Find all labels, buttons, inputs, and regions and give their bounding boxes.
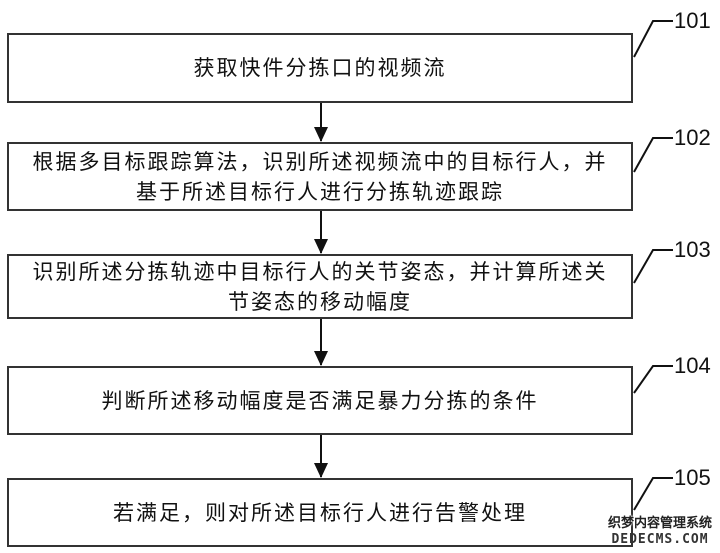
leader-line-105 xyxy=(633,477,673,511)
step-label-103: 103 xyxy=(674,237,711,262)
arrowhead-101-102 xyxy=(314,127,328,142)
arrowhead-102-103 xyxy=(314,239,328,254)
step-label-104: 104 xyxy=(674,353,711,378)
step-box-101: 获取快件分拣口的视频流 xyxy=(7,33,633,103)
watermark-line1: 织梦内容管理系统 xyxy=(607,516,712,531)
step-text-104: 判断所述移动幅度是否满足暴力分拣的条件 xyxy=(101,388,539,413)
leader-line-104 xyxy=(633,365,673,394)
step-box-104: 判断所述移动幅度是否满足暴力分拣的条件 xyxy=(7,366,633,435)
leader-line-101 xyxy=(633,20,673,58)
step-text-102: 根据多目标跟踪算法，识别所述视频流中的目标行人，并基于所述目标行人进行分拣轨迹跟… xyxy=(32,149,608,204)
step-box-102: 根据多目标跟踪算法，识别所述视频流中的目标行人，并基于所述目标行人进行分拣轨迹跟… xyxy=(7,142,633,211)
step-text-103: 识别所述分拣轨迹中目标行人的关节姿态，并计算所述关节姿态的移动幅度 xyxy=(32,259,608,314)
step-text-105: 若满足，则对所述目标行人进行告警处理 xyxy=(113,500,527,525)
watermark-line2: DEDECMS.COM xyxy=(611,532,709,547)
step-label-105: 105 xyxy=(674,465,711,490)
step-label-101: 101 xyxy=(674,8,711,33)
leader-line-103 xyxy=(633,249,673,284)
leader-line-102 xyxy=(633,137,673,173)
step-box-103: 识别所述分拣轨迹中目标行人的关节姿态，并计算所述关节姿态的移动幅度 xyxy=(7,254,633,319)
step-text-101: 获取快件分拣口的视频流 xyxy=(193,56,447,80)
watermark: 织梦内容管理系统 DEDECMS.COM xyxy=(602,516,718,548)
arrowhead-104-105 xyxy=(314,463,328,478)
step-box-105: 若满足，则对所述目标行人进行告警处理 xyxy=(7,478,633,547)
arrowhead-103-104 xyxy=(314,351,328,366)
step-label-102: 102 xyxy=(674,125,711,150)
